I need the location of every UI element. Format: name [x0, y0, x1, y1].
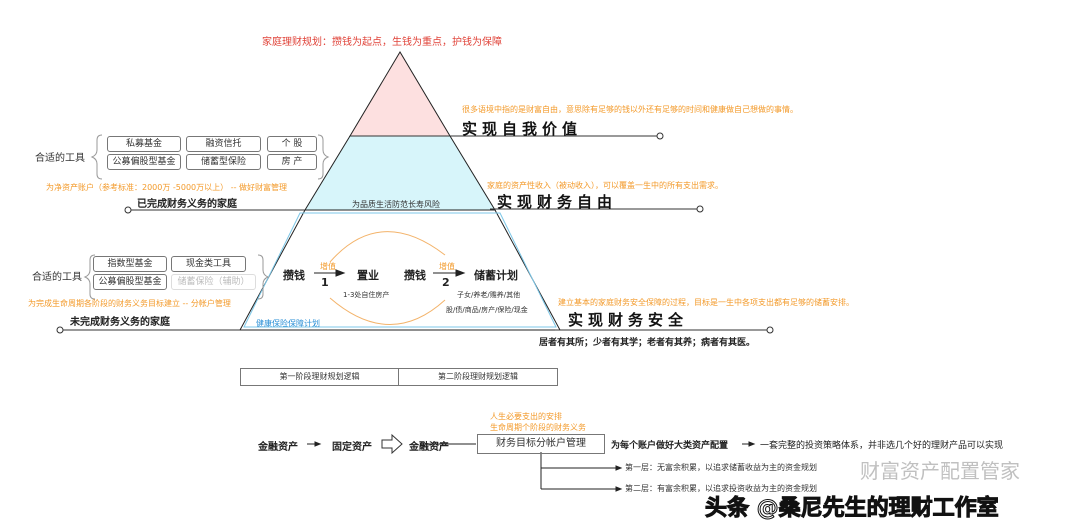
flow-a: 金融资产 [258, 442, 298, 453]
step-1: 1 [321, 276, 329, 289]
tool-item: 私募基金 [107, 136, 181, 152]
layer-1: 第一层：无富余积累，以追求储蓄收益为主的资金规划 [625, 463, 817, 472]
mid-note: 家庭的资产性收入（被动收入），可以覆盖一生中的所有支出需求。 [487, 181, 723, 190]
upper-family: 已完成财务义务的家庭 [137, 199, 237, 210]
grow-2: 增值 [439, 262, 455, 271]
lower-family: 未完成财务义务的家庭 [70, 317, 170, 328]
flow-note-2: 生命周期个阶段的财务义务 [490, 423, 586, 432]
lower-note: 为完成生命周期各阶段的财务义务目标建立 -- 分帐户管理 [28, 299, 231, 308]
flow-result: 一套完整的投资策略体系，并非选几个好的理财产品可以实现 [760, 441, 1004, 451]
phase-2: 第二阶段理财规划逻辑 [398, 368, 558, 386]
watermark: 头条 @桑尼先生的理财工作室 [705, 496, 1000, 521]
diagram-title: 家庭理财规划：攒钱为起点，生钱为重点，护钱为保障 [262, 37, 502, 48]
tool-item: 指数型基金 [93, 256, 167, 272]
top-level-label: 实现自我价值 [462, 120, 583, 138]
watermark-secondary: 财富资产配置管家 [860, 459, 1020, 483]
flow-c: 金融资产 [409, 442, 449, 453]
base-level-label: 实现财务安全 [568, 311, 689, 329]
base-note: 建立基本的家庭财务安全保障的过程，目标是一生中各项支出都有足够的储蓄安排。 [558, 298, 854, 307]
step-2: 2 [442, 276, 450, 289]
tool-item: 融资信托 [186, 136, 261, 152]
upper-note: 为净资产账户（参考标准：2000万 -5000万以上） -- 做好财富管理 [46, 183, 288, 192]
tool-item: 储蓄型保险 [186, 154, 261, 170]
plan-sub-1: 子女/养老/赡养/其他 [457, 291, 521, 299]
savings-plan: 储蓄计划 [474, 269, 518, 282]
flow-alloc: 为每个账户做好大类资产配置 [611, 441, 729, 451]
buy-sub: 1-3处自住房产 [343, 291, 390, 299]
phase-1: 第一阶段理财规划逻辑 [240, 368, 399, 386]
tool-item: 现金类工具 [171, 256, 246, 272]
hollow-arrow-icon [381, 433, 403, 455]
tool-item-auxiliary: 储蓄保险（辅助） [171, 274, 256, 290]
grow-1: 增值 [320, 262, 336, 271]
base-corner-text: 健康保险保障计划 [256, 319, 320, 328]
tool-item: 公募偏股型基金 [93, 274, 167, 290]
mid-band-text: 为品质生活防范长寿风险 [352, 200, 440, 209]
flow-b: 固定资产 [332, 442, 372, 453]
save-2: 攒钱 [404, 269, 426, 282]
pyramid-top [349, 51, 451, 137]
layer-2: 第二层：有富余积累，以追求投资收益为主的资金规划 [625, 484, 817, 493]
plan-sub-2: 股/债/商品/房产/保险/现金 [446, 306, 528, 314]
top-note: 很多语境中指的是财富自由，意思除有足够的钱以外还有足够的时间和健康做自己想做的事… [462, 105, 798, 114]
lower-tools-label: 合适的工具 [32, 272, 82, 283]
upper-tools-label: 合适的工具 [35, 153, 85, 164]
tool-item: 个 股 [267, 136, 317, 152]
account-management-box: 财务目标分帐户管理 [477, 434, 605, 454]
base-sub: 居者有其所；少者有其学；老者有其养；病者有其医。 [539, 338, 756, 348]
save-1: 攒钱 [283, 269, 305, 282]
tool-item: 房 产 [267, 154, 317, 170]
buy-property: 置业 [357, 269, 379, 282]
flow-note-1: 人生必要支出的安排 [490, 412, 562, 421]
tool-item: 公募偏股型基金 [107, 154, 181, 170]
mid-level-label: 实现财务自由 [497, 193, 618, 211]
